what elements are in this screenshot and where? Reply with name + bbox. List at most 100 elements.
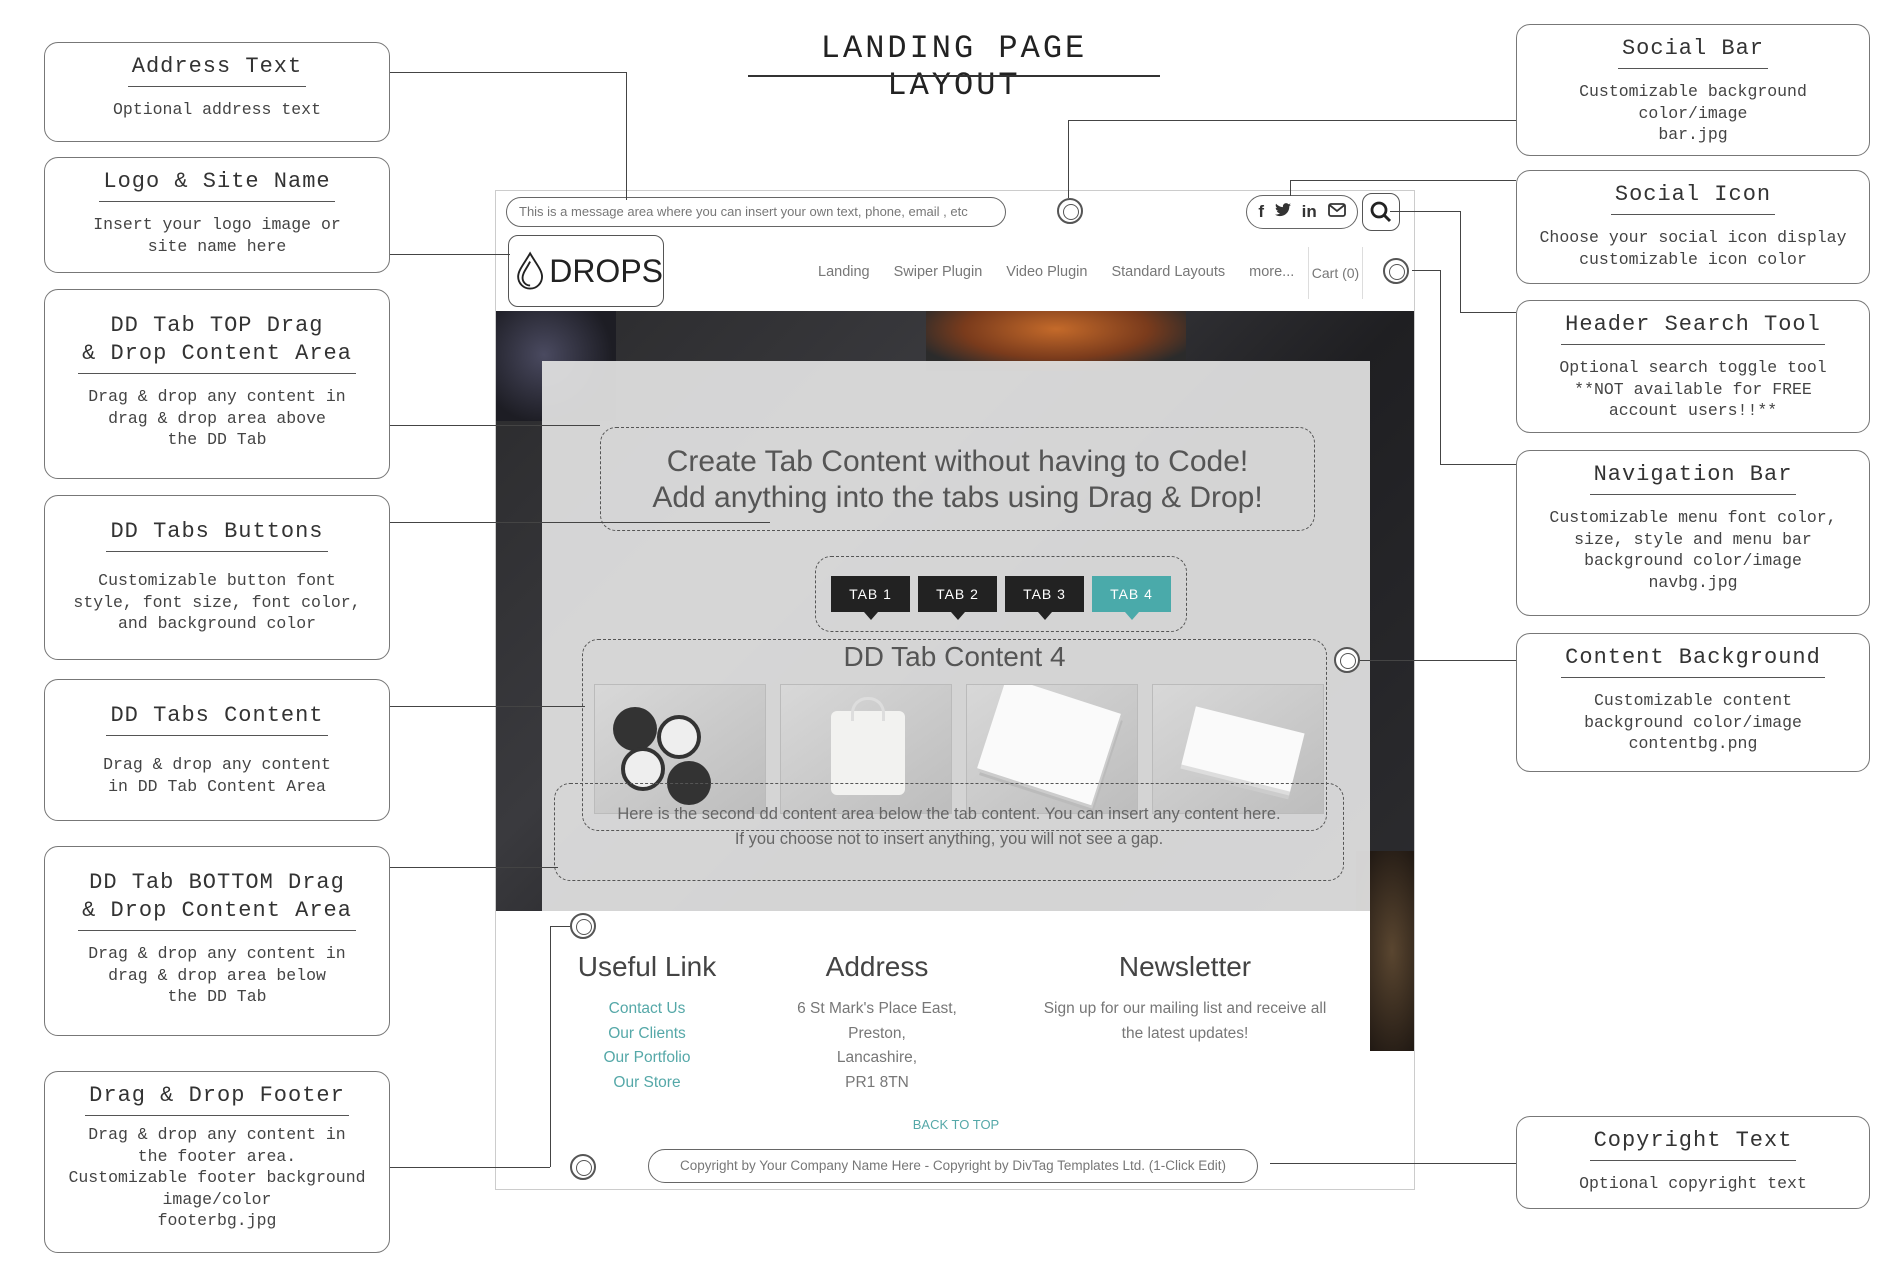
- callout-desc: Optional copyright text: [1579, 1174, 1807, 1193]
- footer-useful-links: Useful Link Contact Us Our Clients Our P…: [562, 951, 732, 1095]
- tab-3[interactable]: TAB 3: [1005, 576, 1084, 620]
- connector-nav-b: [1440, 464, 1516, 465]
- address-line-4: PR1 8TN: [845, 1073, 909, 1091]
- navigation-bar: DROPS Landing Swiper Plugin Video Plugin…: [496, 233, 1414, 311]
- callout-title: Header Search Tool: [1561, 311, 1825, 345]
- callout-dd-tab-top: DD Tab TOP Drag & Drop Content Area Drag…: [44, 289, 390, 479]
- callout-desc: Drag & drop any content in drag & drop a…: [88, 387, 346, 449]
- newsletter-title: Newsletter: [1118, 951, 1252, 982]
- footer-link-contact[interactable]: Contact Us: [608, 1000, 686, 1017]
- nav-item-landing[interactable]: Landing: [818, 264, 870, 280]
- connector-logo: [390, 254, 510, 255]
- tab-content-images: [594, 684, 1324, 814]
- callout-title: Address Text: [127, 53, 307, 87]
- marker-footer-bottom: [570, 1154, 596, 1180]
- tab-content-area: [582, 639, 1327, 831]
- connector-search-a: [1390, 211, 1460, 212]
- nav-item-more[interactable]: more...: [1249, 264, 1295, 280]
- marker-social-bar: [1057, 198, 1083, 224]
- callout-desc: Insert your logo image or site name here: [93, 215, 341, 256]
- footer-link-store[interactable]: Our Store: [613, 1073, 681, 1091]
- marker-navigation-bar: [1383, 258, 1409, 284]
- callout-title: DD Tabs Content: [106, 702, 328, 736]
- callout-desc: Customizable menu font color, size, styl…: [1549, 508, 1837, 592]
- callout-navigation-bar: Navigation Bar Customizable menu font co…: [1516, 450, 1870, 616]
- content-panel: Create Tab Content without having to Cod…: [542, 361, 1370, 911]
- callout-dd-tabs-content: DD Tabs Content Drag & drop any content …: [44, 679, 390, 821]
- facebook-icon[interactable]: f: [1258, 202, 1265, 221]
- email-icon[interactable]: [1327, 202, 1346, 222]
- connector-address-v: [626, 72, 627, 200]
- tab-1[interactable]: TAB 1: [831, 576, 910, 620]
- callout-logo-site-name: Logo & Site Name Insert your logo image …: [44, 157, 390, 273]
- content-background: Create Tab Content without having to Cod…: [496, 311, 1414, 1051]
- tab-top-drop-area: Create Tab Content without having to Cod…: [600, 427, 1315, 531]
- footer-address: Address 6 St Mark's Place East, Preston,…: [782, 951, 972, 1095]
- address-title: Address: [825, 951, 929, 982]
- marker-content-background: [1334, 647, 1360, 673]
- connector-tab-top: [390, 425, 600, 426]
- address-line-3: Lancashire,: [836, 1049, 918, 1066]
- tab-4[interactable]: TAB 4: [1092, 576, 1171, 620]
- callout-title: Logo & Site Name: [99, 168, 335, 202]
- site-name: DROPS: [549, 252, 663, 289]
- cart-link[interactable]: Cart (0): [1308, 247, 1363, 299]
- callout-dd-tab-bottom: DD Tab BOTTOM Drag & Drop Content Area D…: [44, 846, 390, 1036]
- address-line-2: Preston,: [848, 1024, 906, 1042]
- card-stack-image: [1152, 684, 1324, 814]
- social-bar: This is a message area where you can ins…: [496, 191, 1414, 233]
- connector-content-bg: [1360, 660, 1516, 661]
- connector-nav-v: [1440, 270, 1441, 464]
- copyright-text: Copyright by Your Company Name Here - Co…: [648, 1149, 1258, 1183]
- footer-link-portfolio[interactable]: Our Portfolio: [603, 1049, 691, 1066]
- headline-line-1: Create Tab Content without having to Cod…: [666, 445, 1249, 478]
- headline-line-2: Add anything into the tabs using Drag & …: [652, 481, 1263, 514]
- diagram-title: LANDING PAGE LAYOUT: [820, 30, 1088, 104]
- tab-bottom-drop-area: Here is the second dd content area below…: [554, 783, 1344, 881]
- marker-footer-top: [570, 913, 596, 939]
- connector-social-icon: [1290, 180, 1516, 181]
- twitter-icon[interactable]: [1274, 202, 1291, 222]
- callout-desc: Optional search toggle tool **NOT availa…: [1559, 358, 1827, 420]
- search-icon[interactable]: [1362, 193, 1400, 231]
- callout-dd-tabs-buttons: DD Tabs Buttons Customizable button font…: [44, 495, 390, 660]
- back-to-top-link[interactable]: BACK TO TOP: [912, 1117, 1000, 1132]
- connector-search-b: [1460, 312, 1516, 313]
- address-message-area: This is a message area where you can ins…: [506, 197, 1006, 227]
- connector-nav-a: [1412, 270, 1440, 271]
- callout-content-background: Content Background Customizable content …: [1516, 633, 1870, 772]
- coasters-image: [594, 684, 766, 814]
- landing-page-mockup: This is a message area where you can ins…: [495, 190, 1415, 1190]
- callout-title: Social Icon: [1610, 181, 1776, 215]
- title-underline: [748, 75, 1160, 77]
- connector-footer: [390, 1167, 550, 1168]
- nav-menu: Landing Swiper Plugin Video Plugin Stand…: [806, 233, 1306, 311]
- footer-link-clients[interactable]: Our Clients: [608, 1024, 686, 1042]
- connector-tabs-content: [390, 706, 585, 707]
- callout-header-search-tool: Header Search Tool Optional search toggl…: [1516, 300, 1870, 433]
- site-logo[interactable]: DROPS: [508, 235, 664, 307]
- callout-title: DD Tab TOP Drag & Drop Content Area: [78, 312, 356, 374]
- linkedin-icon[interactable]: in: [1301, 202, 1317, 221]
- footer: Useful Link Contact Us Our Clients Our P…: [542, 911, 1370, 1189]
- connector-social-bar-v: [1068, 120, 1069, 198]
- callout-title: Content Background: [1561, 644, 1825, 678]
- connector-tab-bottom: [390, 867, 558, 868]
- nav-item-video[interactable]: Video Plugin: [1006, 264, 1088, 280]
- callout-desc: Drag & drop any content in drag & drop a…: [88, 944, 346, 1006]
- callout-social-icon: Social Icon Choose your social icon disp…: [1516, 170, 1870, 284]
- tote-bag-image: [780, 684, 952, 814]
- callout-desc: Customizable button font style, font siz…: [73, 571, 361, 633]
- callout-desc: Optional address text: [113, 100, 321, 119]
- callout-title: DD Tabs Buttons: [106, 518, 328, 552]
- nav-item-standard[interactable]: Standard Layouts: [1111, 264, 1226, 280]
- callout-desc: Customizable background color/image bar.…: [1579, 82, 1807, 144]
- callout-address-text: Address Text Optional address text: [44, 42, 390, 142]
- connector-address: [390, 72, 626, 73]
- callout-title: Navigation Bar: [1589, 461, 1797, 495]
- callout-title: DD Tab BOTTOM Drag & Drop Content Area: [78, 869, 356, 931]
- nav-item-swiper[interactable]: Swiper Plugin: [893, 264, 983, 280]
- tab-2[interactable]: TAB 2: [918, 576, 997, 620]
- callout-desc: Customizable content background color/im…: [1584, 691, 1802, 753]
- callout-title: Copyright Text: [1589, 1127, 1797, 1161]
